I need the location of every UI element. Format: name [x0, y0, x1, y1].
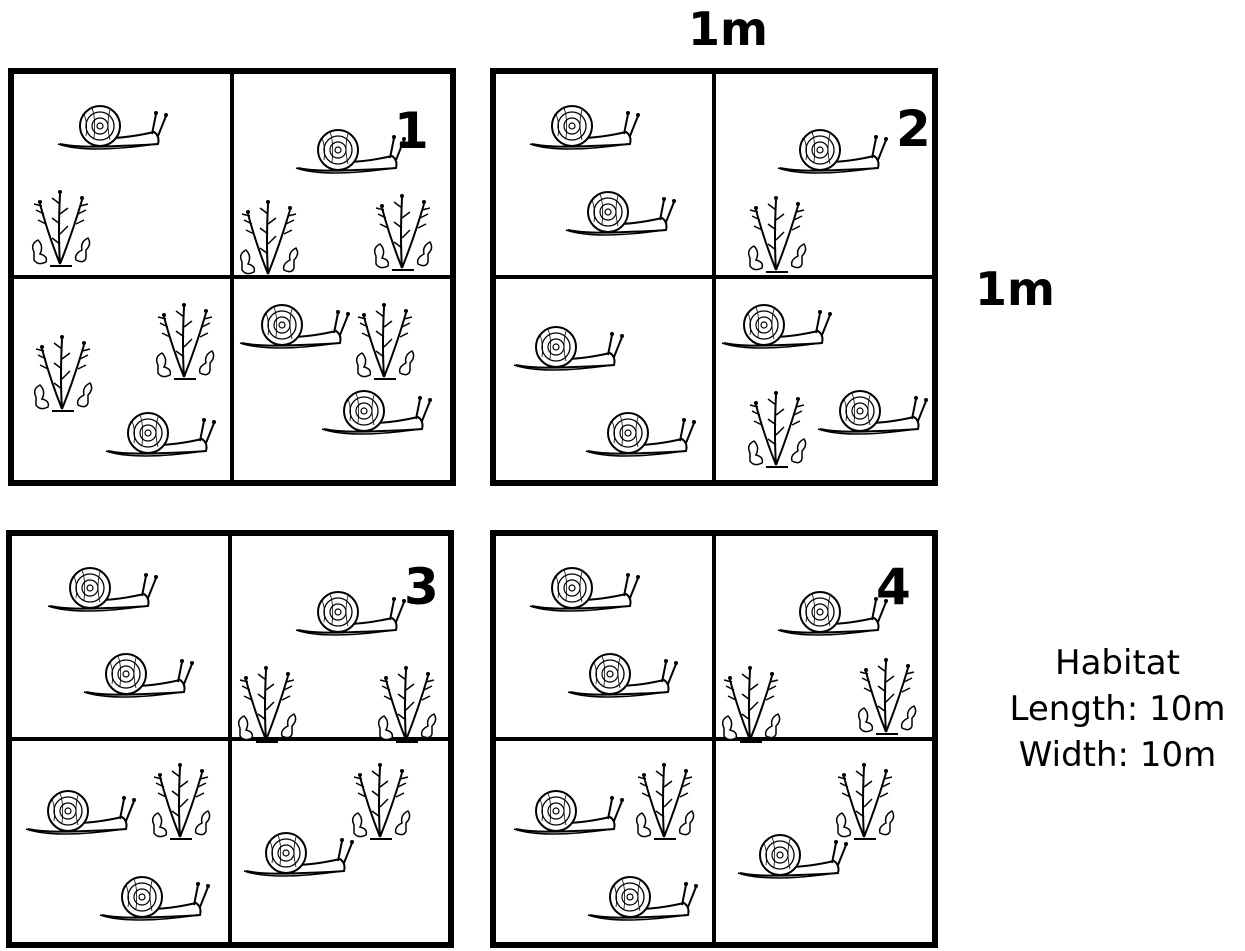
snail-icon — [778, 590, 890, 642]
snail-icon — [100, 875, 212, 927]
quadrat-cell: 2 — [714, 72, 934, 277]
snail-icon — [530, 566, 642, 618]
snail-icon — [568, 652, 680, 704]
quadrat-cell: 3 — [230, 534, 450, 739]
seaweed-plant-icon — [720, 650, 782, 744]
seaweed-plant-icon — [30, 174, 92, 268]
quadrat-cell — [494, 739, 714, 944]
quadrat-cell — [10, 534, 230, 739]
snail-icon — [514, 789, 626, 841]
seaweed-plant-icon — [350, 747, 412, 841]
seaweed-plant-icon — [236, 650, 298, 744]
quadrat-cell — [10, 739, 230, 944]
seaweed-plant-icon — [376, 650, 438, 744]
snail-icon — [738, 833, 850, 885]
snail-icon — [58, 104, 170, 156]
quadrat-cell: 1 — [232, 72, 452, 277]
habitat-info: Habitat Length: 10m Width: 10m — [990, 640, 1245, 778]
seaweed-plant-icon — [154, 287, 216, 381]
snail-icon — [322, 389, 434, 441]
quadrat-cell — [714, 277, 934, 482]
quadrat-2: 2 — [490, 68, 938, 486]
snail-icon — [586, 411, 698, 463]
seaweed-plant-icon — [32, 319, 94, 413]
quadrat-3: 3 — [6, 530, 454, 948]
snail-icon — [778, 128, 890, 180]
quadrat-number: 1 — [394, 106, 429, 156]
seaweed-plant-icon — [238, 184, 300, 278]
snail-icon — [296, 590, 408, 642]
snail-icon — [296, 128, 408, 180]
snail-icon — [26, 789, 138, 841]
seaweed-plant-icon — [834, 747, 896, 841]
habitat-title: Habitat — [990, 640, 1245, 686]
quadrat-cell — [494, 277, 714, 482]
seaweed-plant-icon — [150, 747, 212, 841]
seaweed-plant-icon — [634, 747, 696, 841]
snail-icon — [566, 190, 678, 242]
quadrat-cell: 4 — [714, 534, 934, 739]
snail-icon — [244, 831, 356, 883]
quadrat-1: 1 — [8, 68, 456, 486]
snail-icon — [722, 303, 834, 355]
snail-icon — [818, 389, 930, 441]
habitat-length: Length: 10m — [990, 686, 1245, 732]
quadrat-cell — [494, 534, 714, 739]
quadrat-cell — [12, 277, 232, 482]
side-dimension-label: 1m — [975, 266, 1055, 312]
quadrat-cell — [714, 739, 934, 944]
snail-icon — [530, 104, 642, 156]
quadrat-cell — [230, 739, 450, 944]
snail-icon — [588, 875, 700, 927]
snail-icon — [106, 411, 218, 463]
quadrat-cell — [494, 72, 714, 277]
seaweed-plant-icon — [354, 287, 416, 381]
snail-icon — [514, 325, 626, 377]
top-dimension-label: 1m — [688, 6, 768, 52]
quadrat-cell — [12, 72, 232, 277]
seaweed-plant-icon — [372, 178, 434, 272]
snail-icon — [48, 566, 160, 618]
seaweed-plant-icon — [856, 642, 918, 736]
quadrat-cell — [232, 277, 452, 482]
quadrat-number: 2 — [896, 104, 931, 154]
quadrat-number: 4 — [876, 562, 911, 612]
quadrat-4: 4 — [490, 530, 938, 948]
snail-icon — [84, 652, 196, 704]
quadrat-number: 3 — [404, 562, 439, 612]
snail-icon — [240, 303, 352, 355]
seaweed-plant-icon — [746, 180, 808, 274]
habitat-width: Width: 10m — [990, 732, 1245, 778]
seaweed-plant-icon — [746, 375, 808, 469]
